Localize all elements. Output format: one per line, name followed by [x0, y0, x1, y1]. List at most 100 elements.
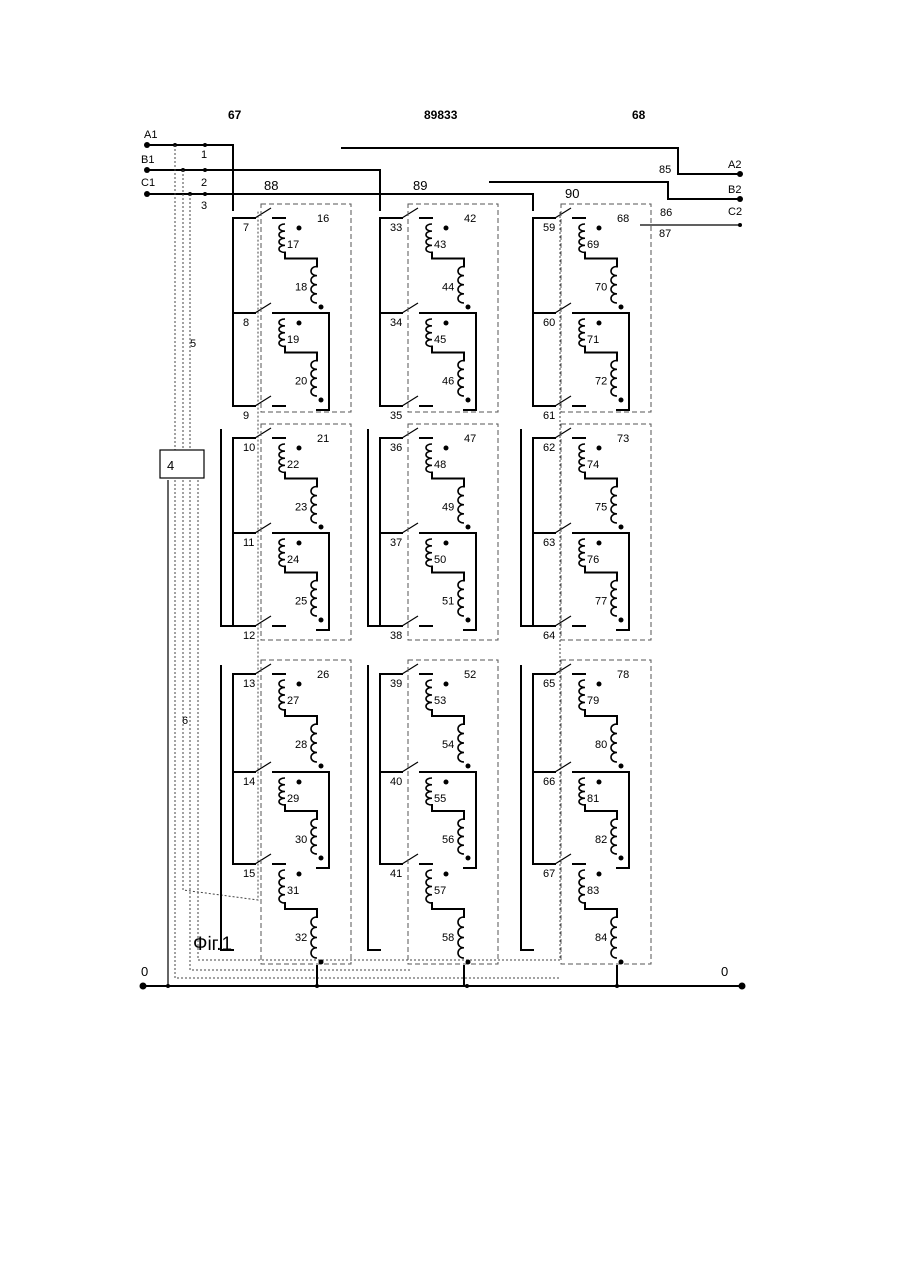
- coil-22: [279, 444, 285, 473]
- coil-74-label: 74: [587, 459, 599, 471]
- coil-31: [279, 870, 285, 903]
- switch-63-label: 63: [543, 537, 555, 549]
- polarity-dot: [597, 780, 602, 785]
- coil-20-label: 20: [295, 376, 307, 388]
- coil-57: [426, 870, 432, 903]
- coil-51-label: 51: [442, 596, 454, 608]
- coil-link: [285, 473, 317, 487]
- coil-50: [426, 539, 432, 567]
- coil-44: [458, 267, 464, 304]
- switch-65: [555, 664, 571, 674]
- switch-15-label: 15: [243, 868, 255, 880]
- switch-65-label: 65: [543, 678, 555, 690]
- coil-71-label: 71: [587, 334, 599, 346]
- coil-link: [285, 347, 317, 361]
- switch-10-label: 10: [243, 442, 255, 454]
- polarity-dot: [619, 618, 624, 623]
- polarity-dot: [466, 525, 471, 530]
- switch-59-label: 59: [543, 222, 555, 234]
- node-dot: [203, 192, 207, 196]
- coil-46-label: 46: [442, 376, 454, 388]
- switch-8: [255, 303, 271, 313]
- node-dot: [203, 143, 207, 147]
- coil-45-label: 45: [434, 334, 446, 346]
- switch-40-label: 40: [390, 776, 402, 788]
- coil-82-label: 82: [595, 834, 607, 846]
- section-box-78-label: 78: [617, 669, 629, 681]
- output-a-wire: [342, 148, 740, 174]
- section-tie-wire: [432, 772, 476, 868]
- coil-24-label: 24: [287, 554, 299, 566]
- polarity-dot: [466, 398, 471, 403]
- coil-75-label: 75: [595, 502, 607, 514]
- section-box-16-label: 16: [317, 213, 329, 225]
- header-left-number: 67: [228, 108, 242, 122]
- switch-67: [555, 854, 571, 864]
- neutral-right-dot: [739, 983, 746, 990]
- coil-79-label: 79: [587, 695, 599, 707]
- terminal-c1-label: C1: [141, 177, 155, 189]
- polarity-dot: [297, 780, 302, 785]
- output-tap-87-label: 87: [659, 228, 671, 240]
- coil-link: [585, 805, 617, 819]
- terminal-c2-dot: [738, 223, 742, 227]
- coil-83: [579, 870, 585, 903]
- coil-58: [458, 917, 464, 958]
- section-return-wire: [521, 666, 533, 950]
- switch-13: [255, 664, 271, 674]
- node-dot: [203, 168, 207, 172]
- switch-group-90-label: 90: [565, 186, 579, 201]
- coil-72-label: 72: [595, 376, 607, 388]
- switch-7: [255, 208, 271, 218]
- switch-36: [402, 428, 418, 438]
- coil-27: [279, 680, 285, 710]
- neutral-right-label: 0: [721, 964, 728, 979]
- switch-61: [555, 396, 571, 406]
- coil-link: [432, 805, 464, 819]
- coil-74: [579, 444, 585, 473]
- coil-83-label: 83: [587, 885, 599, 897]
- phase-a-bus: [147, 145, 233, 210]
- section-tie-wire: [585, 772, 629, 868]
- coil-link: [585, 567, 617, 581]
- switch-39-label: 39: [390, 678, 402, 690]
- coil-link: [585, 710, 617, 724]
- polarity-dot: [444, 541, 449, 546]
- coil-link: [585, 253, 617, 267]
- switch-34: [402, 303, 418, 313]
- switch-11-label: 11: [243, 537, 254, 549]
- coil-76-label: 76: [587, 554, 599, 566]
- coil-70: [611, 267, 617, 304]
- coil-53-label: 53: [434, 695, 446, 707]
- neutral-left-label: 0: [141, 964, 148, 979]
- coil-19: [279, 319, 285, 347]
- section-return-wire: [368, 666, 380, 950]
- coil-49-label: 49: [442, 502, 454, 514]
- switch-37-label: 37: [390, 537, 402, 549]
- coil-44-label: 44: [442, 282, 454, 294]
- coil-58-label: 58: [442, 932, 454, 944]
- coil-30: [311, 819, 317, 854]
- switch-61-label: 61: [543, 410, 555, 422]
- coil-30-label: 30: [295, 834, 307, 846]
- section-box-47-label: 47: [464, 433, 476, 445]
- polarity-dot: [619, 960, 624, 965]
- coil-28: [311, 724, 317, 762]
- polarity-dot: [297, 446, 302, 451]
- switch-63: [555, 523, 571, 533]
- coil-link: [585, 347, 617, 361]
- switch-39: [402, 664, 418, 674]
- coil-19-label: 19: [287, 334, 299, 346]
- coil-27-label: 27: [287, 695, 299, 707]
- polarity-dot: [597, 446, 602, 451]
- coil-20: [311, 361, 317, 397]
- phase-tap-3-label: 3: [201, 200, 207, 212]
- coil-84-label: 84: [595, 932, 607, 944]
- switch-8-label: 8: [243, 317, 249, 329]
- switch-38-label: 38: [390, 630, 402, 642]
- phase-tap-1-label: 1: [201, 149, 207, 161]
- coil-link: [285, 805, 317, 819]
- polarity-dot: [619, 764, 624, 769]
- switch-41: [402, 854, 418, 864]
